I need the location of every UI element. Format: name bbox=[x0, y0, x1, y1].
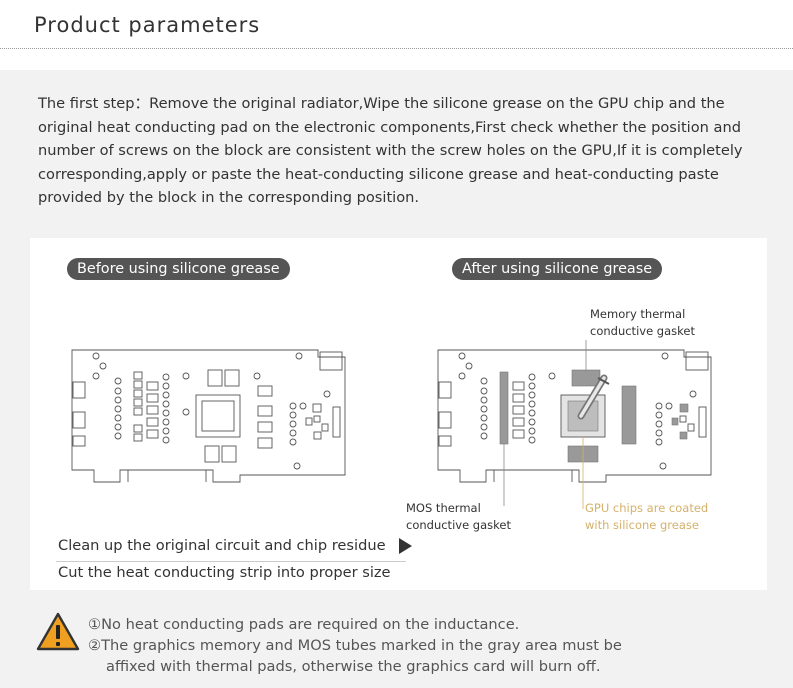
page-title: Product parameters bbox=[34, 13, 261, 37]
mos-pad-c bbox=[679, 431, 688, 440]
after-label: After using silicone grease bbox=[452, 258, 663, 280]
note-2a: ②The graphics memory and MOS tubes marke… bbox=[88, 637, 622, 654]
play-arrow-icon bbox=[399, 538, 412, 554]
note-1: ①No heat conducting pads are required on… bbox=[88, 616, 520, 633]
memory-pad-top bbox=[571, 369, 601, 387]
warning-notes: ①No heat conducting pads are required on… bbox=[88, 614, 622, 677]
step-divider bbox=[56, 561, 406, 562]
before-board bbox=[71, 349, 346, 483]
gpu-callout: GPU chips are coated with silicone greas… bbox=[585, 501, 709, 532]
grease-syringe-icon bbox=[577, 374, 610, 420]
before-label: Before using silicone grease bbox=[67, 258, 290, 280]
after-board bbox=[437, 349, 712, 483]
intro-paragraph: The first step：Remove the original radia… bbox=[38, 95, 743, 206]
note-2b: affixed with thermal pads, otherwise the… bbox=[106, 658, 601, 675]
title-divider bbox=[0, 48, 793, 49]
mos-pad-left bbox=[499, 371, 509, 445]
warning-icon bbox=[36, 612, 80, 651]
step-clean-text: Clean up the original circuit and chip r… bbox=[58, 537, 386, 554]
mos-pad-b bbox=[671, 417, 679, 426]
memory-callout: Memory thermal conductive gasket bbox=[590, 307, 695, 338]
step-cut-text: Cut the heat conducting strip into prope… bbox=[58, 564, 391, 581]
memory-pad-right bbox=[621, 385, 637, 445]
gpu-chip-greased bbox=[560, 394, 606, 438]
mos-pad-a bbox=[679, 403, 689, 413]
callout-lines bbox=[503, 340, 587, 509]
mos-callout: MOS thermal conductive gasket bbox=[406, 501, 511, 532]
